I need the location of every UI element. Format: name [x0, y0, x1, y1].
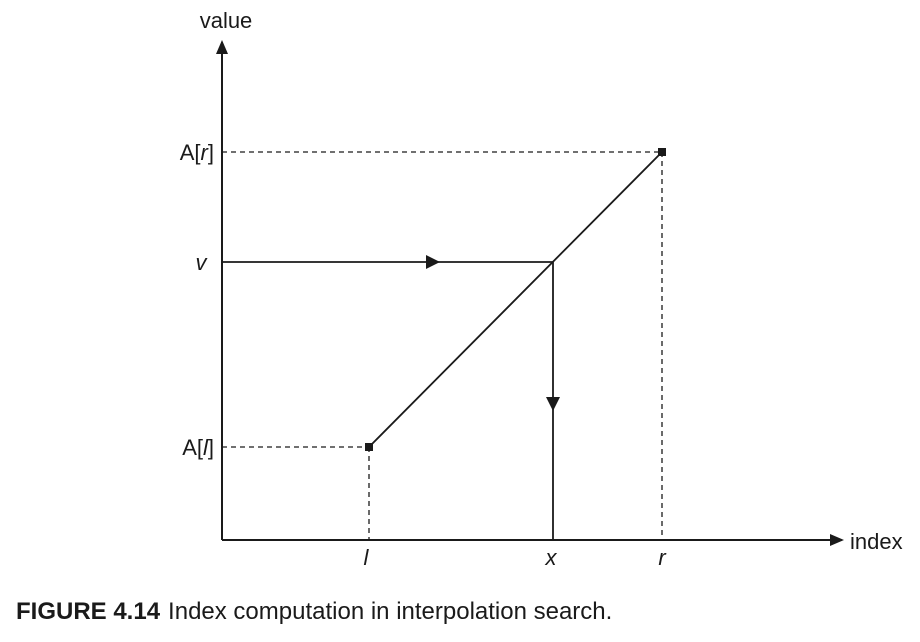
- figure-caption: FIGURE 4.14 Index computation in interpol…: [16, 598, 612, 626]
- figure-caption-text: Index computation in interpolation searc…: [168, 598, 613, 625]
- down-arrow-head: [546, 397, 560, 411]
- y-tick-ar: A[r]: [180, 140, 214, 165]
- x-tick-l: l: [364, 545, 370, 570]
- interpolation-diagram: value index A[r] v A[l] l x r: [180, 8, 903, 570]
- x-axis-label: index: [850, 529, 903, 554]
- x-tick-x: x: [545, 545, 558, 570]
- figure-number: FIGURE 4.14: [16, 598, 161, 625]
- point-r-ar: [658, 148, 666, 156]
- y-tick-v: v: [196, 250, 209, 275]
- y-axis-label: value: [200, 8, 253, 33]
- interpolation-line: [368, 151, 663, 448]
- x-tick-r: r: [658, 545, 667, 570]
- point-l-al: [365, 443, 373, 451]
- y-tick-al: A[l]: [182, 435, 214, 460]
- right-arrow-head: [426, 255, 440, 269]
